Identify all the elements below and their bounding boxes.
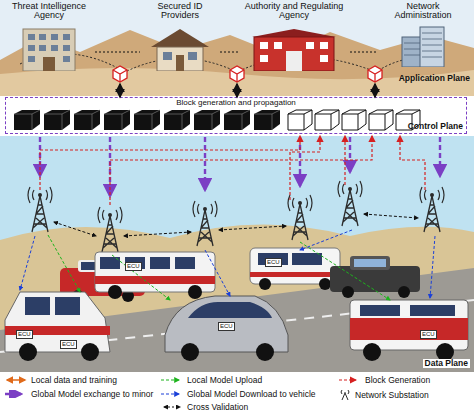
- building-icon: [378, 25, 468, 67]
- legend-entry: Block Generation: [338, 375, 430, 385]
- legend-text: Cross Validation: [187, 402, 248, 412]
- legend-sample: [338, 376, 365, 384]
- legend-text: Local data and training: [31, 375, 117, 385]
- double-arrow: [374, 84, 376, 97]
- application-plane-band: Application Plane Threat Intelligence Age…: [0, 0, 474, 84]
- legend-entry: Global Model Download to vehicle: [160, 389, 316, 399]
- node-text: Threat Intelligence Agency: [3, 2, 95, 21]
- legend-sample: [160, 390, 187, 398]
- ecu-label: ECU: [125, 262, 142, 271]
- agency-building: Network Administration: [378, 1, 468, 67]
- legend-sample: [160, 376, 187, 384]
- legend-sample: [4, 376, 31, 384]
- dotted-link: [220, 52, 238, 53]
- ecu-label: ECU: [218, 322, 235, 331]
- legend-entry: Local Model Upload: [160, 375, 262, 385]
- building-icon: [238, 27, 350, 71]
- legend-text: Global Model exchange to minor: [31, 389, 153, 399]
- dotted-link: [350, 52, 378, 53]
- agency-building: Threat Intelligence Agency: [3, 1, 95, 71]
- node-text: Secured ID Providers: [140, 2, 220, 21]
- agency-building: Secured ID Providers: [140, 1, 220, 71]
- node-text: Control Plane: [408, 122, 463, 131]
- legend-sample: [160, 403, 187, 411]
- legend-entry: Cross Validation: [160, 402, 248, 412]
- agency-building: Authority and Regulating Agency: [238, 1, 350, 71]
- ecu-label: ECU: [420, 330, 437, 339]
- legend-entry: Network Substation: [338, 389, 429, 401]
- node-text: Application Plane: [399, 74, 470, 83]
- ecu-label: ECU: [60, 340, 77, 349]
- legend-sample: [338, 389, 355, 401]
- legend-text: Network Substation: [355, 390, 429, 400]
- data-plane-band: Data Plane: [0, 136, 474, 372]
- double-arrow: [119, 84, 121, 97]
- control-plane-box: Block generation and propagationControl …: [5, 97, 467, 134]
- legend-text: Local Model Upload: [187, 375, 262, 385]
- node-text: Block generation and propagation: [6, 99, 466, 107]
- legend-entry: Local data and training: [4, 375, 117, 385]
- legend-text: Global Model Download to vehicle: [187, 389, 316, 399]
- double-arrow: [236, 84, 238, 97]
- node-text: Data Plane: [423, 359, 470, 368]
- dotted-link: [95, 52, 140, 53]
- node-text: Authority and Regulating Agency: [238, 2, 350, 21]
- legend-entry: Global Model exchange to minor: [4, 389, 153, 399]
- legend-text: Block Generation: [365, 375, 430, 385]
- building-icon: [3, 27, 95, 71]
- node-text: Network Administration: [378, 2, 468, 21]
- building-icon: [140, 27, 220, 71]
- ecu-label: ECU: [16, 330, 33, 339]
- legend-sample: [4, 390, 31, 398]
- ecu-label: ECU: [265, 258, 282, 267]
